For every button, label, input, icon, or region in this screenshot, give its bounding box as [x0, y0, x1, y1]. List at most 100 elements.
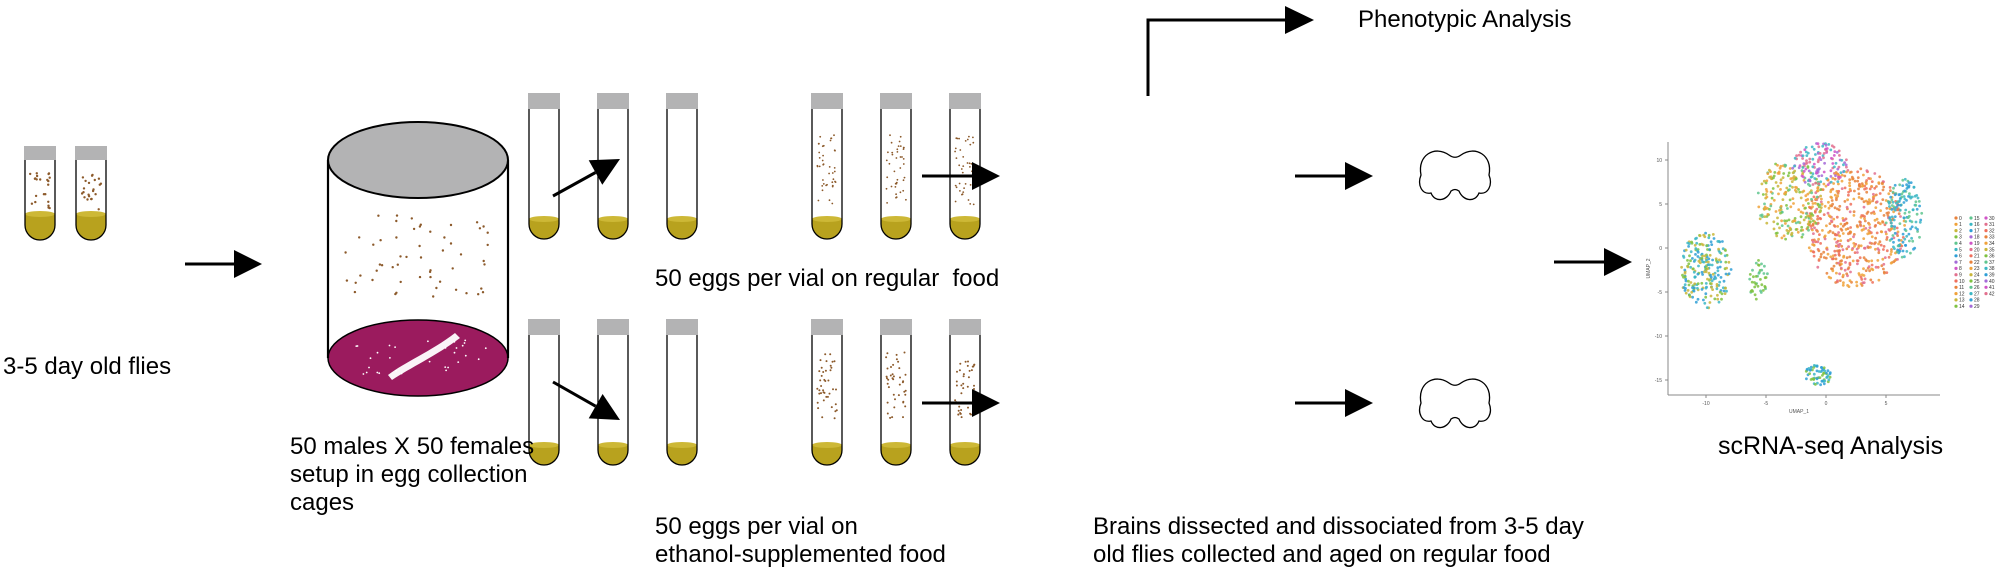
umap-legend-label: 34 [1989, 241, 1995, 247]
umap-legend-label: 15 [1974, 216, 1980, 222]
umap-legend-label: 27 [1974, 291, 1980, 297]
vial-cap [666, 93, 698, 109]
umap-legend-dot [1954, 216, 1958, 220]
tube [528, 335, 560, 466]
umap-legend-dot [1954, 285, 1958, 289]
umap-legend-dot [1969, 241, 1973, 245]
umap-legend-dot [1954, 241, 1958, 245]
regular-aged-vial-1 [811, 93, 843, 240]
umap-legend-dot [1984, 241, 1988, 245]
vial-cap [811, 93, 843, 109]
vial-cap [75, 146, 107, 160]
food [529, 445, 559, 465]
umap-legend-label: 30 [1989, 216, 1995, 222]
umap-legend-dot [1984, 247, 1988, 252]
vial-cap [949, 319, 981, 335]
umap-legend-dot [1954, 292, 1958, 296]
umap-legend-label: 31 [1989, 222, 1995, 228]
umap-legend-label: 2 [1959, 228, 1962, 234]
umap-legend-label: 14 [1959, 304, 1965, 310]
ethanol-aged-vial-2 [880, 319, 912, 466]
umap-legend-dot [1969, 273, 1973, 277]
umap-legend-label: 7 [1959, 260, 1962, 266]
scrna-seq-analysis-label: scRNA-seq Analysis [1718, 432, 1944, 460]
umap-x-tick: -10 [1702, 401, 1709, 407]
umap-cluster-bottom [1804, 364, 1832, 387]
vial-cap [880, 93, 912, 109]
umap-y-tick: 0 [1659, 246, 1662, 252]
fly-vial-1 [24, 146, 56, 241]
umap-legend-label: 25 [1974, 279, 1980, 285]
umap-legend-label: 18 [1974, 235, 1980, 241]
umap-legend-dot [1984, 279, 1988, 283]
umap-legend-dot [1954, 304, 1958, 308]
umap-legend-label: 0 [1959, 216, 1962, 222]
umap-legend-label: 12 [1959, 291, 1965, 297]
tube [880, 109, 912, 240]
tube [24, 160, 56, 241]
umap-legend-dot [1954, 222, 1958, 226]
vial-cap [949, 93, 981, 109]
umap-legend-dot [1954, 273, 1958, 277]
tube [666, 109, 698, 240]
umap-legend-label: 36 [1989, 254, 1995, 260]
egg-streak [388, 333, 460, 380]
phenotypic-analysis-label: Phenotypic Analysis [1358, 6, 1572, 33]
umap-legend-label: 38 [1989, 266, 1995, 272]
brain-outline-regular [1418, 150, 1492, 201]
umap-y-tick: -5 [1658, 290, 1663, 296]
food [950, 445, 980, 465]
umap-legend-dot [1954, 266, 1958, 270]
brain-outline-ethanol [1418, 378, 1492, 429]
regular-egg-vial-1 [528, 93, 560, 240]
umap-legend-label: 26 [1974, 285, 1980, 291]
umap-cluster-right [1884, 177, 1924, 259]
umap-cluster-top [1791, 142, 1848, 187]
umap-legend-label: 32 [1989, 228, 1995, 234]
umap-legend-label: 8 [1959, 266, 1962, 272]
ethanol-food-label-line2: ethanol-supplemented food [655, 541, 946, 568]
umap-legend-dot [1969, 229, 1973, 233]
umap-legend-dot [1969, 298, 1973, 302]
umap-legend-dot [1969, 254, 1973, 258]
umap-legend-dot [1984, 235, 1988, 239]
ethanol-egg-vial-3 [666, 319, 698, 466]
regular-egg-vial-3 [666, 93, 698, 240]
vial-cap [528, 319, 560, 335]
umap-legend-label: 41 [1989, 285, 1995, 291]
arrow-cage-to-regular-head [588, 159, 620, 185]
tube [880, 335, 912, 466]
umap-legend-label: 13 [1959, 298, 1965, 304]
arrow-ethanol-to-brain-head [1345, 389, 1373, 417]
food [667, 219, 697, 239]
umap-legend-dot [1969, 216, 1973, 220]
umap-legend-dot [1954, 229, 1958, 233]
umap-legend-dot [1954, 260, 1958, 264]
umap-cluster-upper [1756, 162, 1824, 241]
food [25, 214, 55, 240]
vial-cap [880, 319, 912, 335]
umap-legend-label: 29 [1974, 304, 1980, 310]
flies-label: 3-5 day old flies [3, 353, 172, 380]
tube [949, 109, 981, 240]
umap-legend-label: 16 [1974, 222, 1980, 228]
food [76, 214, 106, 240]
umap-legend-dot [1954, 254, 1958, 258]
brains-label-line1: Brains dissected and dissociated from 3-… [1093, 513, 1584, 540]
umap-legend-label: 35 [1989, 247, 1995, 253]
umap-legend-dot [1969, 247, 1973, 252]
arrow-cage-to-ethanol-head [588, 394, 620, 420]
umap-legend-label: 40 [1989, 279, 1995, 285]
food [667, 445, 697, 465]
cage-label-line1: 50 males X 50 females [290, 433, 535, 460]
umap-legend-dot [1969, 235, 1973, 239]
cage-label-line3: cages [290, 489, 355, 516]
umap-legend-label: 11 [1959, 285, 1964, 291]
umap-legend-dot [1984, 254, 1988, 258]
brains-label-line2: old flies collected and aged on regular … [1093, 541, 1551, 568]
arrow-regular-to-brain-head [1345, 162, 1373, 190]
umap-legend-label: 28 [1974, 298, 1980, 304]
arrow-flies-to-cage-head [234, 250, 262, 278]
umap-legend-dot [1969, 260, 1973, 264]
cage-lid [327, 121, 509, 199]
